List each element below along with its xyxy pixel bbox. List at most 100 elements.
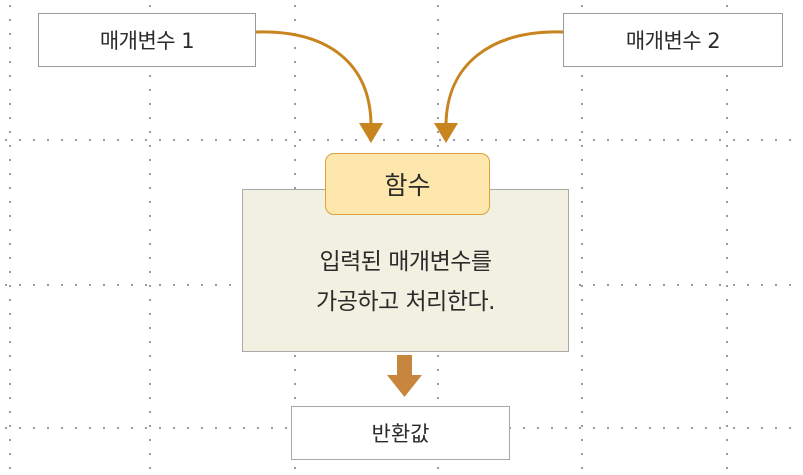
grid-dot xyxy=(649,427,651,429)
grid-dot xyxy=(9,229,11,231)
grid-dot xyxy=(581,425,583,427)
grid-dot xyxy=(726,89,728,91)
grid-dot xyxy=(149,173,151,175)
grid-dot xyxy=(581,159,583,161)
grid-dot xyxy=(565,427,567,429)
grid-dot xyxy=(726,425,728,427)
grid-dot xyxy=(149,355,151,357)
grid-dot xyxy=(593,284,595,286)
grid-dot xyxy=(215,139,217,141)
grid-dot xyxy=(581,355,583,357)
grid-dot xyxy=(149,201,151,203)
grid-dot xyxy=(726,215,728,217)
grid-dot xyxy=(243,427,245,429)
grid-dot xyxy=(726,439,728,441)
grid-dot xyxy=(726,271,728,273)
grid-dot xyxy=(607,139,609,141)
grid-dot xyxy=(9,19,11,21)
grid-dot xyxy=(9,411,11,413)
grid-dot xyxy=(789,139,791,141)
grid-dot xyxy=(89,427,91,429)
grid-dot xyxy=(495,139,497,141)
arrow-function-to-return xyxy=(387,355,422,397)
grid-dot xyxy=(437,131,439,133)
grid-dot xyxy=(149,341,151,343)
grid-dot xyxy=(149,271,151,273)
grid-dot xyxy=(187,139,189,141)
grid-dot xyxy=(649,284,651,286)
grid-dot xyxy=(726,369,728,371)
grid-dot xyxy=(9,383,11,385)
grid-dot xyxy=(581,467,583,469)
grid-dot xyxy=(726,159,728,161)
grid-dot xyxy=(9,215,11,217)
grid-dot xyxy=(149,117,151,119)
grid-dot xyxy=(149,453,151,455)
grid-dot xyxy=(9,131,11,133)
grid-dot xyxy=(726,5,728,7)
grid-dot xyxy=(579,139,581,141)
grid-dot xyxy=(9,145,11,147)
grid-dot xyxy=(294,89,296,91)
grid-dot xyxy=(581,131,583,133)
grid-dot xyxy=(294,117,296,119)
grid-dot xyxy=(523,427,525,429)
grid-dot xyxy=(103,284,105,286)
grid-dot xyxy=(705,427,707,429)
grid-dot xyxy=(437,397,439,399)
grid-dot xyxy=(581,453,583,455)
grid-dot xyxy=(691,139,693,141)
grid-dot xyxy=(677,427,679,429)
grid-dot xyxy=(733,427,735,429)
grid-dot xyxy=(383,139,385,141)
grid-dot xyxy=(9,243,11,245)
grid-dot xyxy=(149,425,151,427)
grid-dot xyxy=(581,187,583,189)
grid-dot xyxy=(593,139,595,141)
grid-dot xyxy=(9,61,11,63)
grid-dot xyxy=(9,341,11,343)
function-body: 입력된 매개변수를 가공하고 처리한다. xyxy=(242,189,569,352)
grid-dot xyxy=(149,89,151,91)
grid-dot xyxy=(581,285,583,287)
grid-dot xyxy=(747,284,749,286)
grid-dot xyxy=(607,427,609,429)
grid-dot xyxy=(581,383,583,385)
grid-dot xyxy=(425,139,427,141)
grid-dot xyxy=(19,139,21,141)
grid-dot xyxy=(9,33,11,35)
grid-dot xyxy=(215,427,217,429)
grid-dot xyxy=(9,257,11,259)
grid-dot xyxy=(9,201,11,203)
grid-dot xyxy=(726,383,728,385)
grid-dot xyxy=(437,145,439,147)
grid-dot xyxy=(726,173,728,175)
grid-dot xyxy=(187,284,189,286)
grid-dot xyxy=(89,139,91,141)
grid-dot xyxy=(294,103,296,105)
grid-dot xyxy=(173,427,175,429)
grid-dot xyxy=(9,425,11,427)
grid-dot xyxy=(294,131,296,133)
grid-dot xyxy=(149,257,151,259)
grid-dot xyxy=(726,145,728,147)
grid-dot xyxy=(621,284,623,286)
grid-dot xyxy=(285,139,287,141)
grid-dot xyxy=(581,5,583,7)
grid-dot xyxy=(9,285,11,287)
grid-dot xyxy=(537,139,539,141)
grid-dot xyxy=(726,131,728,133)
grid-dot xyxy=(9,299,11,301)
grid-dot xyxy=(5,427,7,429)
grid-dot xyxy=(149,285,151,287)
grid-dot xyxy=(159,427,161,429)
grid-dot xyxy=(257,139,259,141)
grid-dot xyxy=(726,75,728,77)
grid-dot xyxy=(726,327,728,329)
grid-dot xyxy=(9,439,11,441)
grid-dot xyxy=(726,187,728,189)
grid-dot xyxy=(509,139,511,141)
grid-dot xyxy=(437,467,439,469)
grid-dot xyxy=(149,159,151,161)
grid-dot xyxy=(579,427,581,429)
